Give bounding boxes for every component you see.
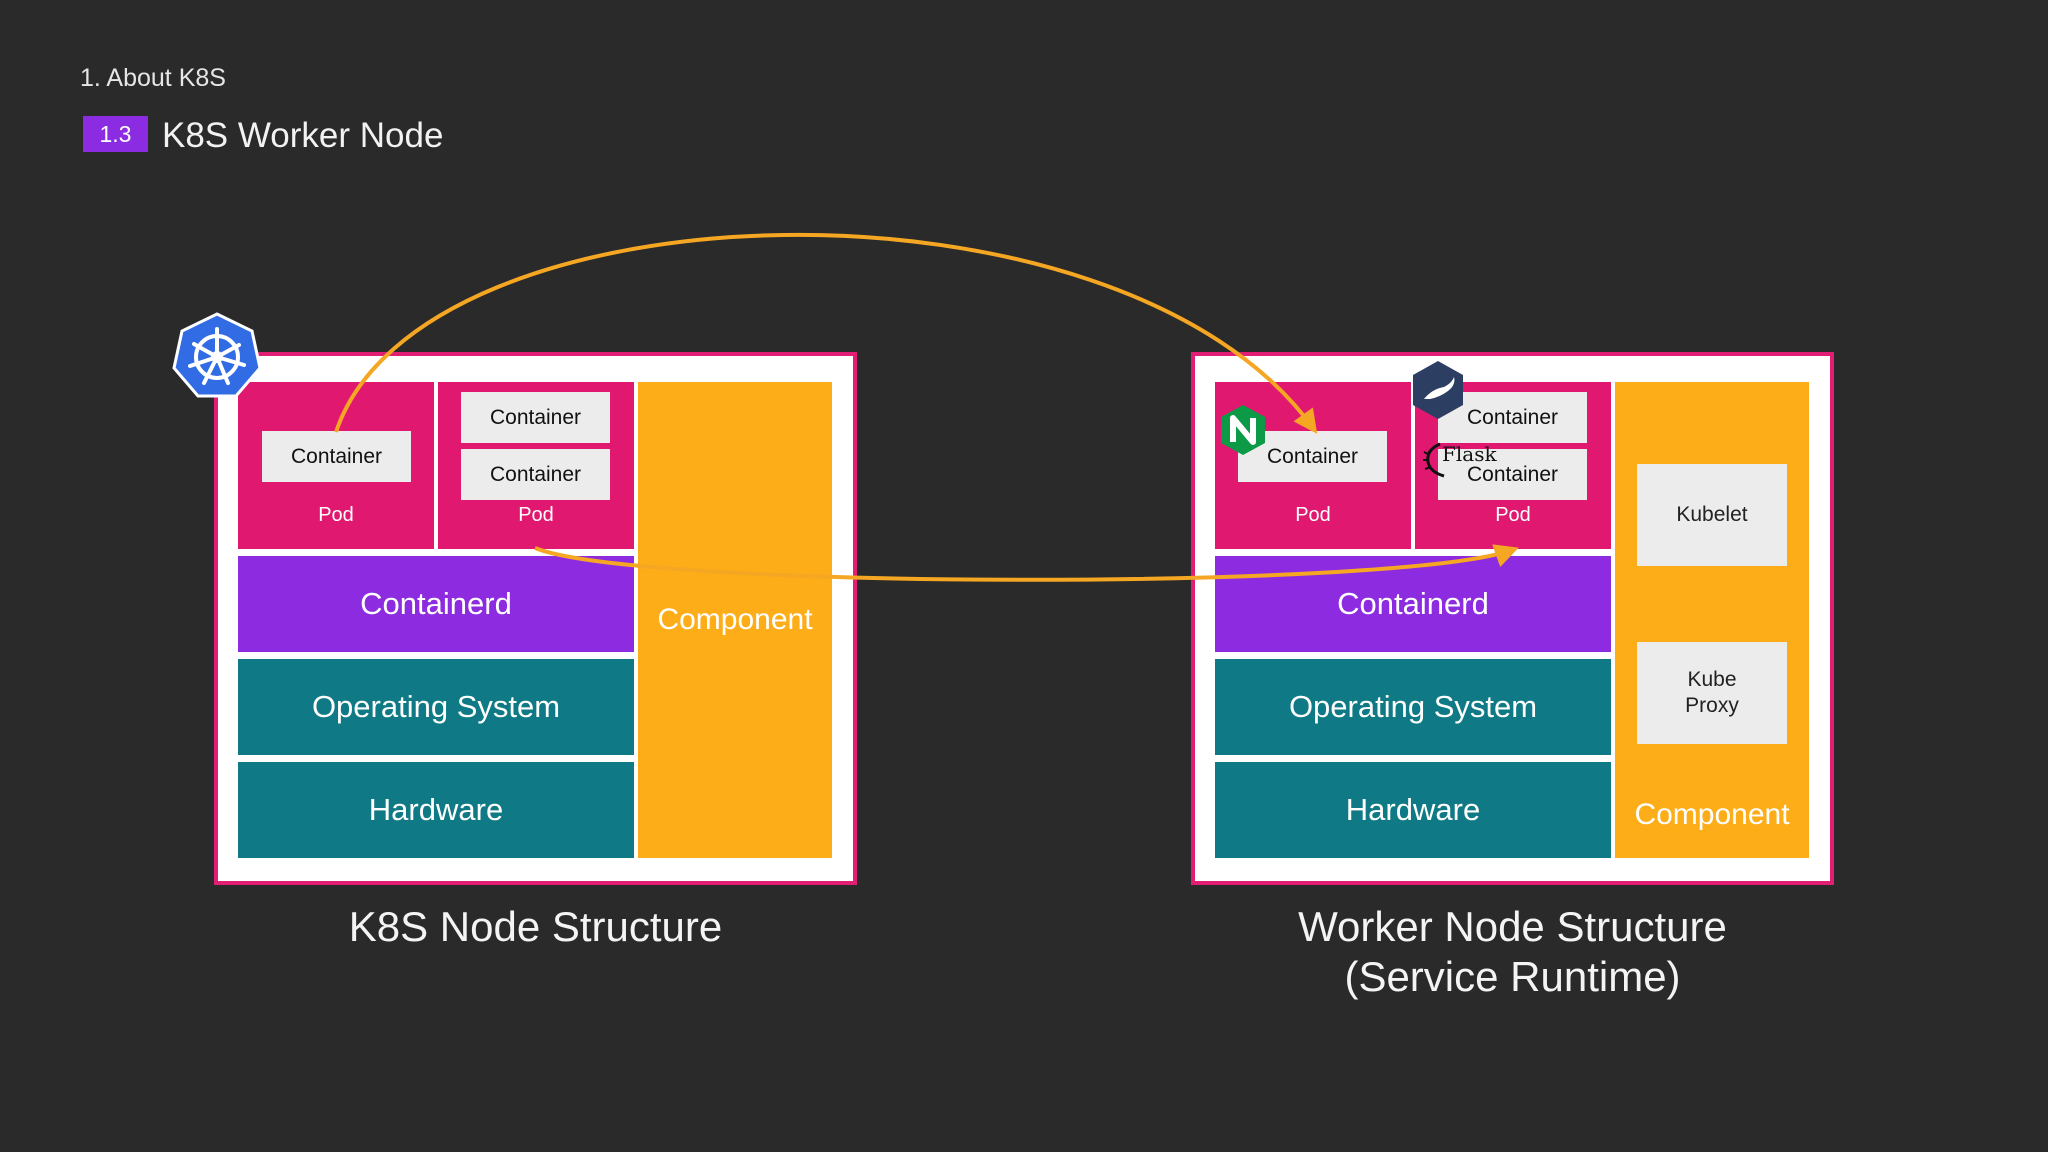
left-pod-1-label: Pod xyxy=(318,504,354,526)
right-operating-system: Operating System xyxy=(1215,659,1611,755)
mariadb-icon xyxy=(1410,359,1466,421)
worker-node-caption-line1: Worker Node Structure xyxy=(1298,903,1727,950)
flask-icon xyxy=(1420,442,1452,478)
left-hardware: Hardware xyxy=(238,762,634,858)
right-pod-2-label: Pod xyxy=(1495,504,1531,526)
worker-node-caption-line2: (Service Runtime) xyxy=(1344,953,1681,1000)
right-pod-1-label: Pod xyxy=(1295,504,1331,526)
nginx-icon xyxy=(1218,403,1268,457)
left-pod-1-container: Container xyxy=(262,431,411,482)
worker-node-caption: Worker Node Structure (Service Runtime) xyxy=(1191,902,1834,1002)
right-pod-2-container-bottom: Container xyxy=(1438,449,1587,500)
right-pod-2: Container Container Pod xyxy=(1415,382,1611,549)
left-pod-2-container-top: Container xyxy=(461,392,610,443)
flask-text: Flask xyxy=(1442,442,1497,466)
kubernetes-icon xyxy=(172,310,262,400)
right-component-label: Component xyxy=(1634,798,1790,831)
section-label: 1. About K8S xyxy=(80,64,226,92)
left-containerd: Containerd xyxy=(238,556,634,652)
left-pod-1: Container Pod xyxy=(238,382,434,549)
kubelet-box: Kubelet xyxy=(1637,464,1787,566)
left-operating-system: Operating System xyxy=(238,659,634,755)
section-badge: 1.3 xyxy=(83,116,148,152)
right-containerd: Containerd xyxy=(1215,556,1611,652)
right-component: Kubelet Kube Proxy Component xyxy=(1615,382,1809,858)
kube-proxy-box: Kube Proxy xyxy=(1637,642,1787,744)
slide-title: K8S Worker Node xyxy=(162,116,444,155)
right-hardware: Hardware xyxy=(1215,762,1611,858)
left-pod-2: Container Container Pod xyxy=(438,382,634,549)
left-component: Component xyxy=(638,382,832,858)
left-pod-2-container-bottom: Container xyxy=(461,449,610,500)
left-pod-2-label: Pod xyxy=(518,504,554,526)
k8s-node-caption: K8S Node Structure xyxy=(348,903,723,950)
